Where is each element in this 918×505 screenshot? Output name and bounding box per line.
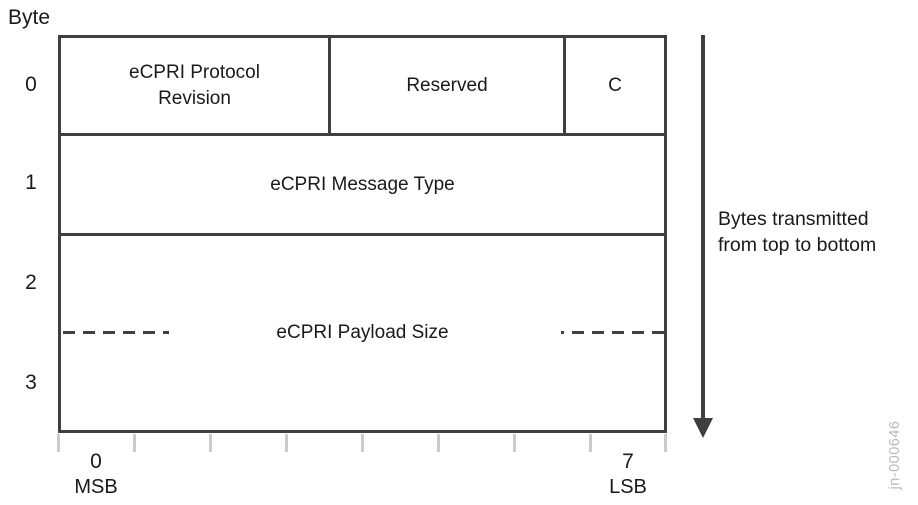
bit-label-7: 7 [622, 450, 634, 473]
bit-tick [57, 434, 60, 452]
bit-label-0: 0 [90, 450, 102, 473]
field-c-bit: C [608, 74, 622, 96]
bit-tick [133, 434, 136, 452]
figure-id-watermark: jn-000646 [887, 420, 903, 490]
byte-label-2: 2 [25, 271, 37, 294]
bit-tick [589, 434, 592, 452]
byte-rows-2-3: eCPRI Payload Size [61, 236, 664, 430]
field-reserved: Reserved [331, 38, 566, 133]
bit-caption-lsb: LSB [609, 476, 647, 498]
field-message-type: eCPRI Message Type [270, 173, 455, 195]
continuation-dash-left [63, 331, 169, 334]
bit-tick [664, 434, 667, 452]
transmission-arrow-head-icon [693, 418, 713, 438]
field-protocol-revision: eCPRI Protocol Revision [61, 38, 331, 133]
bit-tick [209, 434, 212, 452]
bit-tick [361, 434, 364, 452]
bit-tick [285, 434, 288, 452]
bit-tick [437, 434, 440, 452]
byte-axis-title: Byte [8, 6, 51, 29]
bit-caption-msb: MSB [74, 476, 118, 498]
transmission-note-line2: from top to bottom [718, 234, 877, 256]
header-table: eCPRI Protocol Revision Reserved C eCPRI… [58, 35, 667, 433]
byte-row-1: eCPRI Message Type [61, 136, 664, 236]
field-payload-size: eCPRI Payload Size [276, 322, 449, 343]
transmission-arrow-line [701, 35, 705, 420]
continuation-dash-right [561, 331, 664, 334]
byte-label-0: 0 [25, 73, 37, 96]
byte-label-3: 3 [25, 371, 37, 394]
byte-row-0: eCPRI Protocol Revision Reserved C [61, 38, 664, 136]
bit-tick [513, 434, 516, 452]
transmission-note: Bytes transmitted from top to bottom [718, 206, 876, 258]
byte-label-1: 1 [25, 171, 37, 194]
transmission-note-line1: Bytes transmitted [718, 208, 869, 230]
